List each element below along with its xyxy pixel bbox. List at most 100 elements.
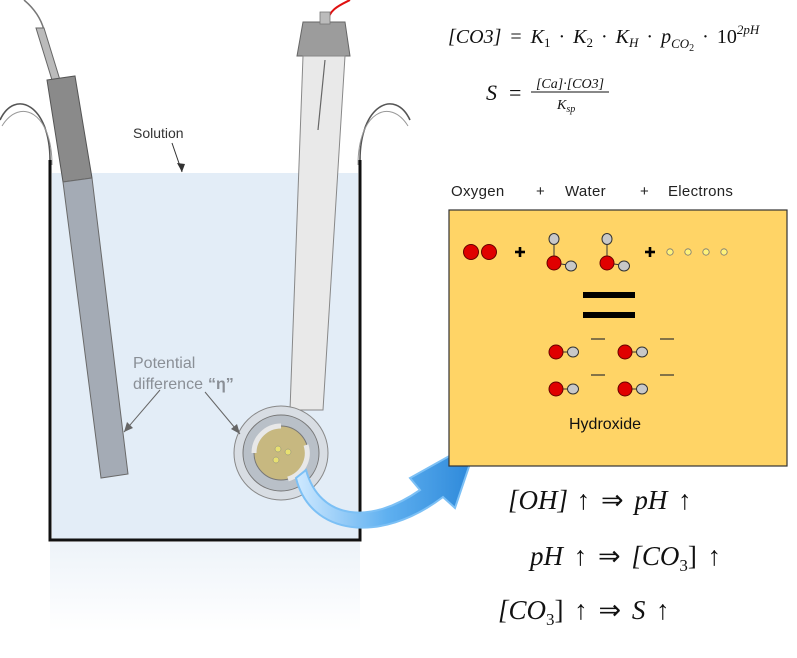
- eq3-right: pH: [632, 485, 669, 515]
- eq5-up: ↑: [574, 595, 588, 625]
- eq1-lhs: [CO3]: [448, 26, 501, 48]
- left-wire: [23, 0, 45, 31]
- eq2-denominator-main: K: [556, 98, 567, 113]
- plus-label: +: [536, 183, 545, 200]
- left-electrode: [62, 177, 129, 479]
- hydrogen-atom: [548, 233, 560, 245]
- eq1-p-sub2: 2: [689, 43, 694, 54]
- eq5-arrow: ⇒: [599, 595, 622, 625]
- eq5-left-sub: 3: [546, 610, 555, 629]
- potential-label-line2: difference “η”: [133, 376, 234, 393]
- reaction-box: [448, 209, 788, 467]
- right-electrode-tube: [289, 55, 346, 411]
- disk-dot: [274, 445, 282, 453]
- right-electrode-cap: [296, 21, 351, 57]
- eq1-equals: =: [510, 26, 521, 48]
- beaker-lip-right-inner: [357, 110, 409, 166]
- eq2-numerator: [Ca]·[CO3]: [536, 77, 604, 92]
- right-wire: [327, 0, 351, 23]
- plus-label: +: [640, 183, 649, 200]
- equals-sign: [583, 292, 635, 298]
- beaker-lip-left: [0, 103, 51, 161]
- potential-symbol: “η”: [208, 376, 234, 393]
- electrons-label: Electrons: [668, 183, 733, 200]
- water-label: Water: [565, 183, 606, 200]
- electron: [702, 248, 710, 256]
- right-electrode-inner: [317, 59, 326, 131]
- oxygen-atom: [463, 244, 479, 260]
- eq1-ten: 10: [717, 26, 737, 48]
- equals-sign: [583, 312, 635, 318]
- eq5-up: ↑: [656, 595, 670, 625]
- hydroxide-ion: [617, 374, 674, 397]
- eq1-exp: 2pH: [737, 22, 760, 37]
- eq4-arrow: ⇒: [598, 541, 621, 571]
- eq4-right: [CO: [631, 541, 679, 571]
- eq1-dot: ·: [558, 26, 565, 48]
- eq1-dot: ·: [601, 26, 608, 48]
- eq1-k1-sub: 1: [544, 35, 551, 50]
- beaker-lip-left-inner: [1, 110, 53, 166]
- hydrogen-atom: [618, 260, 630, 272]
- electrode-disk-gap2: [287, 444, 310, 482]
- eq1-kh: K: [615, 26, 631, 48]
- electron: [684, 248, 692, 256]
- disk-dot: [272, 456, 280, 464]
- eq3-up: ↑: [678, 485, 692, 515]
- left-electrode-tip: [35, 27, 61, 81]
- left-electrode-top: [46, 75, 93, 183]
- solution-label: Solution: [133, 125, 184, 141]
- potential-pointer-right-head: [231, 424, 240, 434]
- beaker-reflection: [50, 542, 360, 632]
- oxygen-atom: [546, 255, 562, 271]
- equation-hydroxide-ph: [OH] ↑ ⇒ pH ↑: [508, 485, 692, 515]
- eq2-denominator: Ksp: [556, 98, 575, 115]
- hydroxide-ion: [617, 338, 674, 360]
- hydrogen-atom: [565, 260, 577, 272]
- beaker-walls: [48, 160, 362, 542]
- eq4-up: ↑: [708, 541, 722, 571]
- eq3-up: ↑: [577, 485, 591, 515]
- eq1-dot: ·: [702, 26, 709, 48]
- potential-label-word: difference: [133, 376, 203, 393]
- eq5-right: S: [632, 595, 646, 625]
- electrode-disk-gap: [251, 423, 282, 454]
- hydroxide-ion: [548, 338, 605, 360]
- equation-carbonate: [CO3] = K1 · K2 · KH · pCO2 · 102pH: [448, 22, 760, 56]
- eq1-k2: K: [572, 26, 588, 48]
- hydroxide-label: Hydroxide: [569, 416, 641, 433]
- equation-ph-carbonate: pH ↑ ⇒ [CO3] ↑: [528, 541, 721, 575]
- potential-pointer-left-head: [124, 422, 133, 432]
- eq3-arrow: ⇒: [601, 485, 624, 515]
- eq3-left: [OH]: [508, 485, 568, 515]
- eq2-denominator-sub: sp: [566, 104, 575, 115]
- eq4-left: pH: [528, 541, 565, 571]
- eq1-k1: K: [530, 26, 546, 48]
- beaker-lip-right: [359, 103, 411, 161]
- oxygen-label: Oxygen: [451, 183, 505, 200]
- box-plus-icon: [515, 247, 525, 257]
- potential-label-line1: Potential: [133, 355, 195, 372]
- disk-dot: [284, 448, 292, 456]
- eq4-right-close: ]: [688, 541, 697, 571]
- eq1-kh-sub: H: [628, 35, 639, 50]
- equation-carbonate-saturation: [CO3] ↑ ⇒ S ↑: [498, 595, 670, 629]
- eq1-k2-sub: 2: [587, 35, 594, 50]
- electron: [666, 248, 674, 256]
- reaction-arrow: [294, 437, 480, 529]
- box-plus-icon: [645, 247, 655, 257]
- solution-pointer-head: [177, 163, 185, 172]
- eq5-left-close: ]: [555, 595, 564, 625]
- hydroxide-ion: [548, 374, 605, 397]
- eq4-up: ↑: [574, 541, 588, 571]
- hydrogen-atom: [601, 233, 613, 245]
- electron: [720, 248, 728, 256]
- eq1-dot: ·: [646, 26, 653, 48]
- oxygen-atom: [599, 255, 615, 271]
- eq2-equals: =: [509, 80, 521, 105]
- eq5-left: [CO: [498, 595, 546, 625]
- eq1-p: p: [659, 26, 671, 48]
- right-electrode-top-tab: [319, 11, 331, 25]
